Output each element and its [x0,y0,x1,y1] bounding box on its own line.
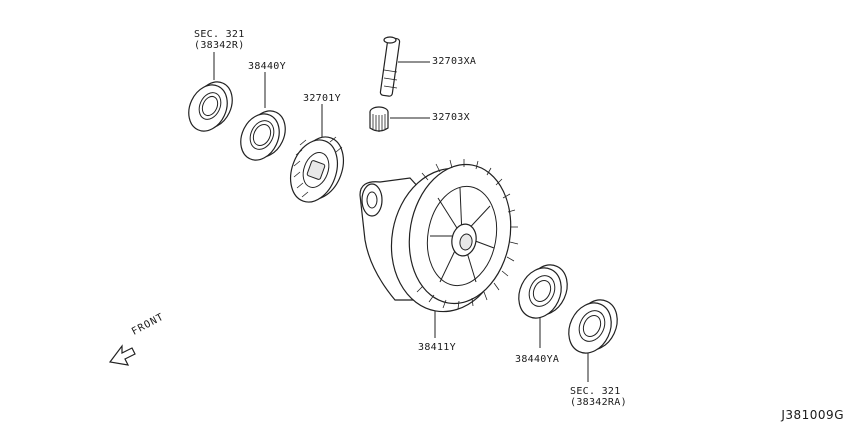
label-32701y: 32701Y [303,93,341,104]
bearing-38440y [240,110,286,161]
label-38411y: 38411Y [418,342,456,353]
pinion-shaft-32703xa [379,36,401,97]
drive-gear-32701y [290,136,344,203]
label-sec321-bottom: SEC. 321 (38342RA) [570,386,627,408]
front-arrow-icon [108,344,136,366]
diagram-code: J381009G [781,408,844,422]
label-38440y: 38440Y [248,61,286,72]
label-38440ya: 38440YA [515,354,560,365]
differential-gear-38411y [359,159,519,313]
label-32703xa: 32703XA [432,56,477,67]
bearing-38342r [188,81,233,132]
bearing-38342ra [568,299,618,354]
small-gear-32703x [369,106,389,132]
label-sec321-top: SEC. 321 (38342R) [194,29,245,51]
label-32703x: 32703X [432,112,470,123]
bearing-38440ya [518,264,568,319]
